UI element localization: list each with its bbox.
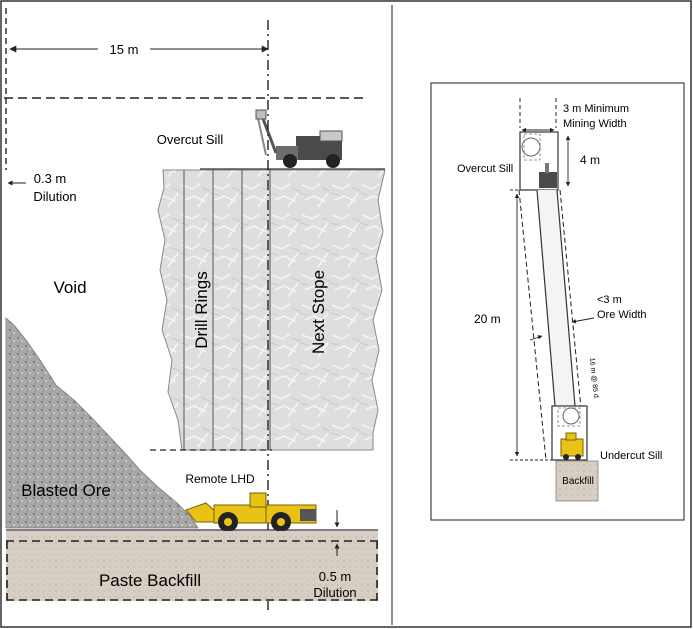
ore-width-pointer-left bbox=[529, 335, 543, 341]
overcut-sill-label: Overcut Sill bbox=[157, 132, 224, 147]
dilution-envelope-left bbox=[518, 189, 547, 461]
next-stope-label: Next Stope bbox=[309, 270, 328, 354]
dilution-bottom-word: Dilution bbox=[313, 585, 356, 600]
orebody-hangingwall bbox=[536, 189, 556, 407]
right-overcut-label: Overcut Sill bbox=[457, 163, 513, 175]
height-4m-label: 4 m bbox=[580, 153, 600, 167]
paste-backfill-label: Paste Backfill bbox=[99, 571, 201, 590]
dilution-top-value: 0.3 m bbox=[34, 171, 67, 186]
paste-backfill-region bbox=[6, 531, 378, 601]
lhd-vehicle-icon bbox=[185, 492, 317, 532]
backfill-label: Backfill bbox=[562, 476, 594, 487]
right-section: 3 m Minimum Mining Width Overcut Sill 4 … bbox=[430, 82, 685, 521]
undercut-drift-profile bbox=[562, 407, 580, 425]
min-width-line2: Mining Width bbox=[563, 118, 627, 130]
blasted-ore-label: Blasted Ore bbox=[21, 481, 111, 500]
drill-rig-icon bbox=[255, 109, 343, 168]
orebody-footwall bbox=[556, 189, 576, 407]
void-label: Void bbox=[53, 278, 86, 297]
backfill-block bbox=[555, 460, 599, 502]
overcut-drift-profile bbox=[521, 137, 541, 157]
lhd-label: Remote LHD bbox=[185, 472, 255, 486]
dip-label: 16 m @ 85 d bbox=[588, 357, 599, 398]
drill-rig-small-icon bbox=[539, 163, 557, 188]
height-20m-label: 20 m bbox=[474, 312, 501, 326]
stope-rock-block bbox=[157, 169, 386, 451]
ore-width-pointer-right bbox=[571, 317, 595, 324]
drill-rings-label: Drill Rings bbox=[192, 271, 211, 348]
dilution-top-word: Dilution bbox=[33, 189, 76, 204]
lhd-small-icon bbox=[560, 432, 584, 460]
ore-width-line2: Ore Width bbox=[597, 309, 647, 321]
left-section: 15 m Overcut Sill 0.3 m Dilution Void bbox=[4, 5, 393, 625]
inclined-orebody bbox=[537, 190, 575, 406]
min-width-line1: 3 m Minimum bbox=[563, 103, 629, 115]
width-label: 15 m bbox=[110, 42, 139, 57]
ore-width-line1: <3 m bbox=[597, 294, 622, 306]
undercut-sill-label: Undercut Sill bbox=[600, 450, 662, 462]
dilution-bottom-value: 0.5 m bbox=[319, 569, 352, 584]
blasted-ore-pile bbox=[5, 317, 199, 529]
